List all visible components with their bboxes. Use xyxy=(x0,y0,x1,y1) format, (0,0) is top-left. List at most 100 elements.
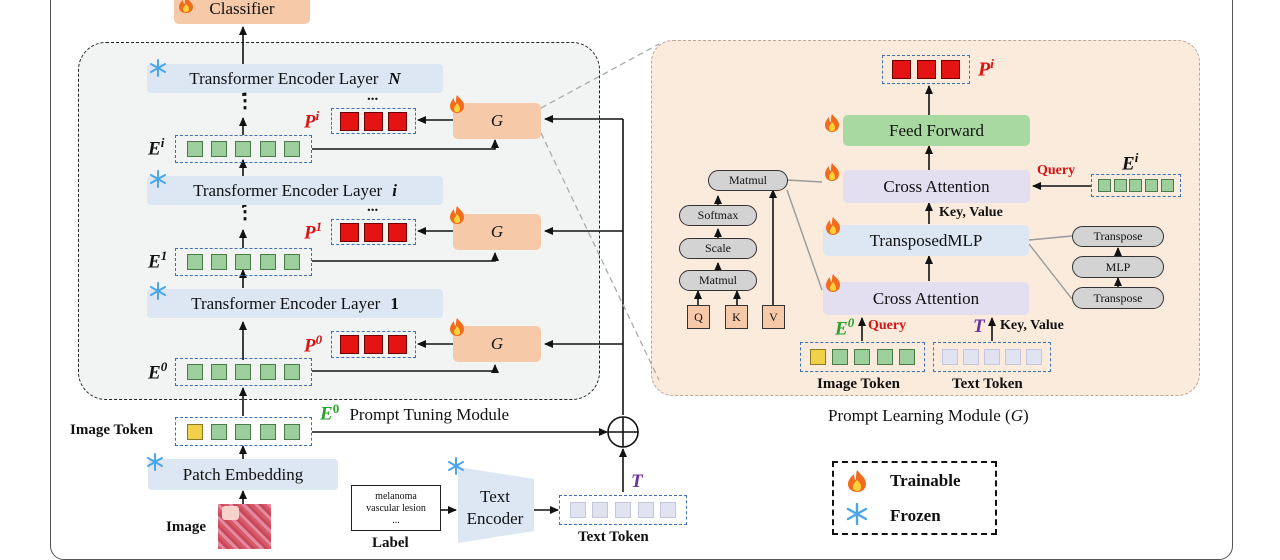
prompt-token xyxy=(388,335,407,354)
diagram: Classifier Transformer Encoder Layer N ⋮… xyxy=(50,0,1233,560)
flame-icon xyxy=(825,163,839,181)
text-token xyxy=(1005,349,1021,365)
label-line-1: melanoma xyxy=(375,491,417,502)
embedding-token xyxy=(259,364,276,380)
text-token xyxy=(592,502,609,518)
image-tokens-right xyxy=(800,342,925,372)
snowflake-icon xyxy=(448,457,464,475)
label-box: melanoma vascular lesion ... xyxy=(351,485,441,531)
text-token xyxy=(637,502,654,518)
embedding-token xyxy=(283,141,300,157)
prompt-token xyxy=(388,222,407,242)
legend-frozen: Frozen xyxy=(890,506,941,525)
query-label-bottom: Query xyxy=(868,318,907,333)
transformer-encoder-layer-n: Transformer Encoder Layer N xyxy=(147,64,443,93)
image-token-label-right: Image Token xyxy=(817,376,900,392)
text-tokens-right xyxy=(933,342,1051,372)
text-token xyxy=(963,349,979,365)
classifier-label: Classifier xyxy=(209,0,275,18)
image-token xyxy=(832,349,849,365)
text-token-label-right: Text Token xyxy=(952,376,1023,392)
embedding-token xyxy=(1097,179,1111,192)
pi-label: Pi xyxy=(304,108,320,133)
embedding-token xyxy=(283,254,300,270)
snowflake-icon xyxy=(150,170,166,188)
t-label-right: T xyxy=(973,316,985,337)
text-token-label-bottom: Text Token xyxy=(578,529,649,545)
legend-box xyxy=(832,461,997,535)
e0-label-right: E0 xyxy=(835,315,855,340)
flame-icon xyxy=(179,0,193,13)
p1-label: P1 xyxy=(304,219,323,244)
q-box: Q xyxy=(687,305,710,329)
embedding-tokens-ei xyxy=(175,135,312,163)
t-label-bottom: T xyxy=(631,471,643,492)
prompt-token xyxy=(916,60,936,79)
embedding-token xyxy=(187,254,204,270)
query-label-top: Query xyxy=(1037,163,1076,178)
image-token xyxy=(259,423,276,440)
snowflake-icon xyxy=(150,59,166,77)
prompt-learning-module-caption: Prompt Learning Module (G) xyxy=(828,406,1029,425)
embedding-token xyxy=(187,364,204,380)
g-module-mid: G xyxy=(453,214,541,250)
prompt-token xyxy=(388,111,407,131)
flame-icon xyxy=(450,95,464,113)
snowflake-icon xyxy=(846,503,868,525)
flame-icon xyxy=(848,470,866,492)
matmul-top: Matmul xyxy=(708,170,788,191)
text-encoder-shape xyxy=(458,467,534,543)
image-token xyxy=(211,423,228,440)
embedding-tokens-e0 xyxy=(175,358,312,386)
key-value-label-top: Key, Value xyxy=(939,205,1003,220)
v-box: V xyxy=(762,305,785,329)
flame-icon xyxy=(450,206,464,224)
layer-1-index: 1 xyxy=(390,293,399,313)
prompt-token xyxy=(340,335,359,354)
transformer-encoder-layer-1: Transformer Encoder Layer 1 xyxy=(147,289,443,318)
prompt-tokens-p1 xyxy=(331,219,416,245)
embedding-token xyxy=(235,364,252,380)
cls-token xyxy=(187,423,204,440)
prompt-tokens-pi xyxy=(331,108,416,134)
embedding-tokens-ei-right xyxy=(1091,174,1181,197)
flame-icon xyxy=(826,274,840,292)
layer-i-index: i xyxy=(392,180,397,200)
label-line-3: ... xyxy=(392,515,400,526)
prompt-token xyxy=(340,222,359,242)
cross-attention-top: Cross Attention xyxy=(843,170,1030,203)
e1-label: E1 xyxy=(148,248,168,273)
legend-trainable: Trainable xyxy=(890,471,961,490)
embedding-token xyxy=(259,254,276,270)
flame-icon xyxy=(450,318,464,336)
p-ellipsis-top: ... xyxy=(367,88,379,104)
prompt-token xyxy=(891,60,911,79)
layer-n-text: Transformer Encoder Layer xyxy=(189,68,379,88)
transpose-top: Transpose xyxy=(1072,226,1164,247)
text-token xyxy=(569,502,586,518)
embedding-token xyxy=(1145,179,1159,192)
text-token xyxy=(614,502,631,518)
feed-forward: Feed Forward xyxy=(843,115,1030,146)
text-token xyxy=(660,502,677,518)
patch-embedding: Patch Embedding xyxy=(148,459,338,490)
vertical-ellipsis-top: ⋮ xyxy=(235,90,255,112)
classifier-box: Classifier xyxy=(174,0,310,24)
cross-attention-bottom: Cross Attention xyxy=(823,282,1029,315)
g-module-top: G xyxy=(453,103,541,139)
text-token xyxy=(1026,349,1042,365)
matmul-bottom: Matmul xyxy=(679,270,757,291)
image-token xyxy=(854,349,871,365)
p-ellipsis-mid: ... xyxy=(367,199,379,215)
vertical-ellipsis-mid: ⋮ xyxy=(235,201,255,223)
text-token xyxy=(942,349,958,365)
embedding-token xyxy=(235,141,252,157)
embedding-token xyxy=(211,364,228,380)
transformer-encoder-layer-i: Transformer Encoder Layer i xyxy=(147,176,443,205)
flame-icon xyxy=(826,217,840,235)
transpose-bottom: Transpose xyxy=(1072,287,1164,309)
circled-plus-icon xyxy=(607,416,639,448)
layer-1-text: Transformer Encoder Layer xyxy=(191,293,381,313)
image-token xyxy=(898,349,915,365)
e0-label: E0 xyxy=(148,359,168,384)
